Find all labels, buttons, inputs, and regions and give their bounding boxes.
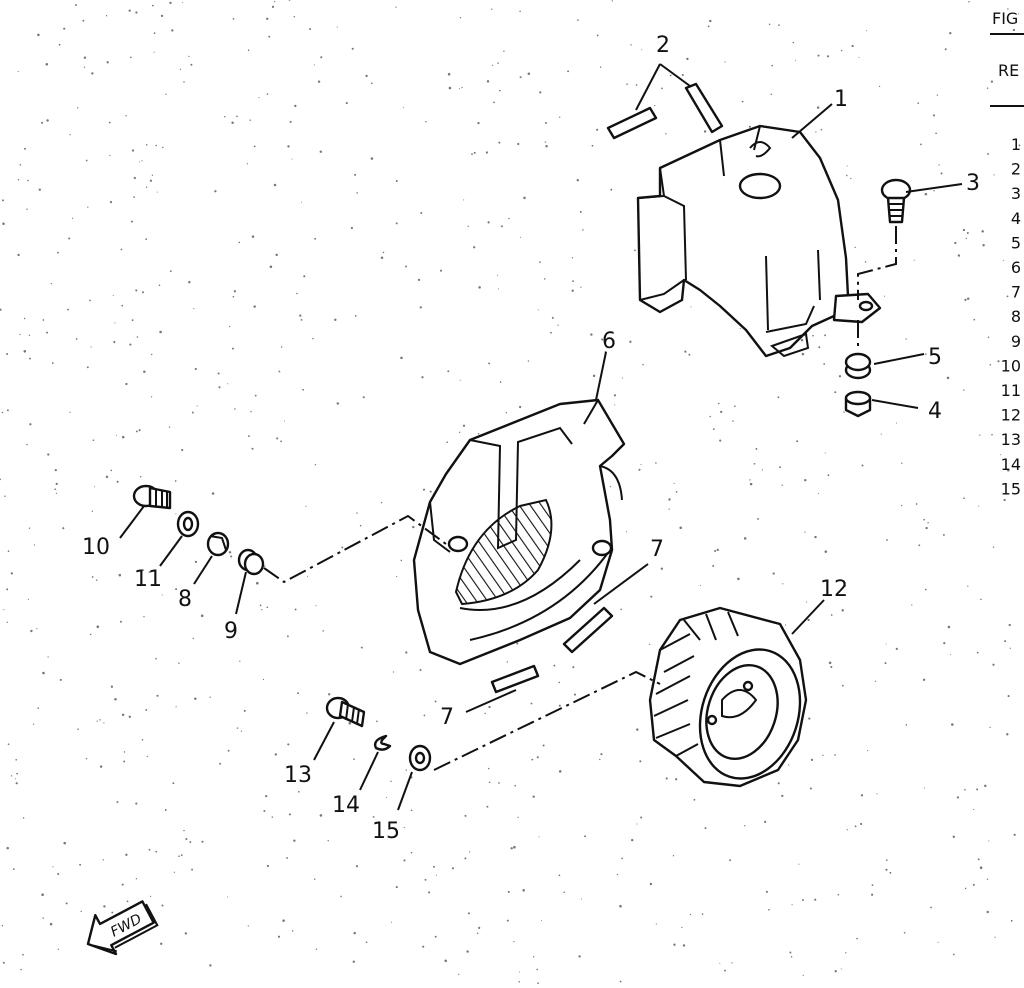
part-8-collar [206, 531, 230, 557]
callout-15: 15 [372, 819, 400, 844]
part-13-screw [325, 696, 366, 728]
part-7-strips [465, 563, 649, 713]
table-ref-number: 2 [1011, 160, 1021, 179]
callout-5: 5 [928, 345, 942, 370]
table-ref-number: 1 [1011, 135, 1021, 154]
part-1-cylinder-cover [636, 124, 882, 358]
callout-9: 9 [224, 619, 238, 644]
table-ref-number: 13 [1001, 430, 1021, 449]
callout-7a: 7 [650, 537, 664, 562]
part-11-washer [176, 510, 200, 538]
leader-to-flywheel [433, 670, 661, 771]
fwd-arrow-icon: FWD [86, 900, 159, 956]
callout-3: 3 [966, 171, 980, 196]
part-5-grommet [844, 320, 872, 380]
table-ref-number: 15 [1001, 479, 1021, 498]
table-fig-header: FIG [992, 9, 1018, 28]
leader-to-fan-cover [263, 514, 447, 584]
part-6-fan-cover [412, 398, 626, 666]
table-ref-number: 6 [1011, 258, 1021, 277]
callout-4: 4 [928, 399, 942, 424]
table-ref-number: 9 [1011, 332, 1021, 351]
table-ref-number: 10 [1001, 356, 1021, 375]
table-ref-number: 5 [1011, 233, 1021, 252]
callout-2: 2 [656, 33, 670, 58]
callout-leaders [119, 103, 963, 811]
callout-14: 14 [332, 793, 360, 818]
callout-7b: 7 [440, 705, 454, 730]
table-ref-number: 12 [1001, 406, 1021, 425]
callout-6: 6 [602, 329, 616, 354]
callout-8: 8 [178, 587, 192, 612]
part-15-washer [408, 744, 432, 772]
table-ref-header: RE [998, 61, 1019, 80]
callout-labels: 1 2 3 4 5 6 7 7 8 9 10 11 12 13 14 15 [82, 33, 980, 844]
table-ref-number: 14 [1001, 455, 1021, 474]
part-4-nut [844, 390, 872, 418]
part-9-grommet [237, 548, 265, 576]
part-10-screw [132, 484, 172, 510]
table-ref-number: 3 [1011, 184, 1021, 203]
callout-12: 12 [820, 577, 848, 602]
table-ref-number: 11 [1001, 381, 1021, 400]
callout-11: 11 [134, 567, 162, 592]
callout-10: 10 [82, 535, 110, 560]
part-3-screw [857, 178, 912, 300]
callout-1: 1 [834, 87, 848, 112]
part-14-lock-washer [373, 734, 392, 751]
part-12-flywheel [648, 606, 808, 788]
table-ref-number: 8 [1011, 307, 1021, 326]
table-ref-number: 4 [1011, 209, 1021, 228]
part-2-strips [606, 63, 724, 140]
callout-13: 13 [284, 763, 312, 788]
table-ref-number: 7 [1011, 283, 1021, 302]
